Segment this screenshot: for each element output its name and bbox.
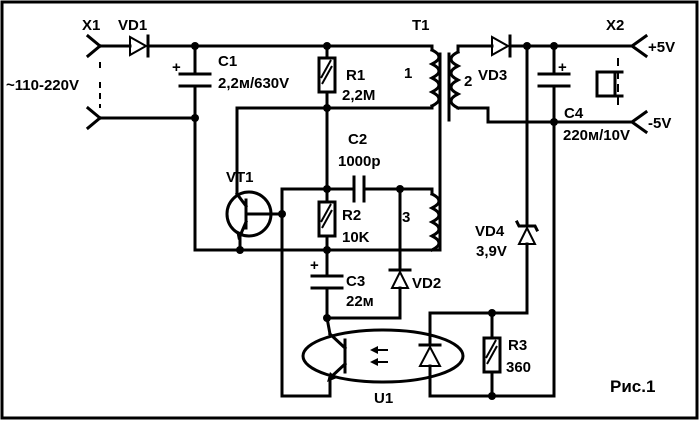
input-connector-x1 <box>85 33 197 131</box>
label-input-voltage: ~110-220V <box>6 77 79 94</box>
label-x2: X2 <box>606 17 624 34</box>
capacitor-c1 <box>178 44 212 252</box>
resistor-r2 <box>317 187 337 278</box>
label-c2-value: 1000p <box>338 153 381 170</box>
label-winding-2: 2 <box>464 73 472 90</box>
label-r1: R1 <box>346 67 365 84</box>
resistor-r1 <box>317 44 337 191</box>
transistor-vt1 <box>225 190 284 252</box>
optocoupler-u1 <box>280 311 556 398</box>
label-c2: C2 <box>348 131 367 148</box>
label-t1: T1 <box>412 17 430 34</box>
label-vd3: VD3 <box>478 67 507 84</box>
label-r2: R2 <box>342 207 361 224</box>
label-r1-value: 2,2M <box>342 87 375 104</box>
label-r2-value: 10K <box>342 229 370 246</box>
label-winding-1: 1 <box>404 65 412 82</box>
label-c4: C4 <box>564 105 584 122</box>
resistor-r3 <box>482 311 502 398</box>
transformer-t1 <box>428 44 462 253</box>
label-c4-plus: + <box>558 59 567 76</box>
capacitor-c4 <box>537 44 571 124</box>
junction <box>278 210 286 218</box>
capacitor-c3 <box>310 274 344 320</box>
label-c1-value: 2,2м/630V <box>218 75 289 92</box>
label-c4-value: 220м/10V <box>563 127 630 144</box>
label-out-minus: -5V <box>648 115 671 132</box>
label-vd1: VD1 <box>118 17 147 34</box>
label-c3-plus: + <box>310 257 319 274</box>
label-vd4: VD4 <box>475 223 505 240</box>
label-out-plus: +5V <box>648 39 675 56</box>
diode-vd2 <box>325 187 412 320</box>
label-vt1: VT1 <box>226 169 254 186</box>
label-c1-plus: + <box>172 59 181 76</box>
label-c3-value: 22м <box>346 293 374 310</box>
label-vd4-value: 3,9V <box>476 243 507 260</box>
junction <box>191 114 199 122</box>
label-c1: C1 <box>218 53 237 70</box>
label-winding-3: 3 <box>402 209 410 226</box>
junction <box>323 104 331 112</box>
output-connector-x2 <box>595 33 649 135</box>
label-c3: C3 <box>346 273 365 290</box>
label-vd2: VD2 <box>412 275 441 292</box>
zener-diode-vd4 <box>428 44 540 315</box>
junction <box>236 246 244 254</box>
label-u1: U1 <box>374 390 393 407</box>
label-r3-value: 360 <box>506 359 531 376</box>
label-r3: R3 <box>508 337 527 354</box>
label-x1: X1 <box>82 17 100 34</box>
figure-caption: Рис.1 <box>610 377 655 396</box>
